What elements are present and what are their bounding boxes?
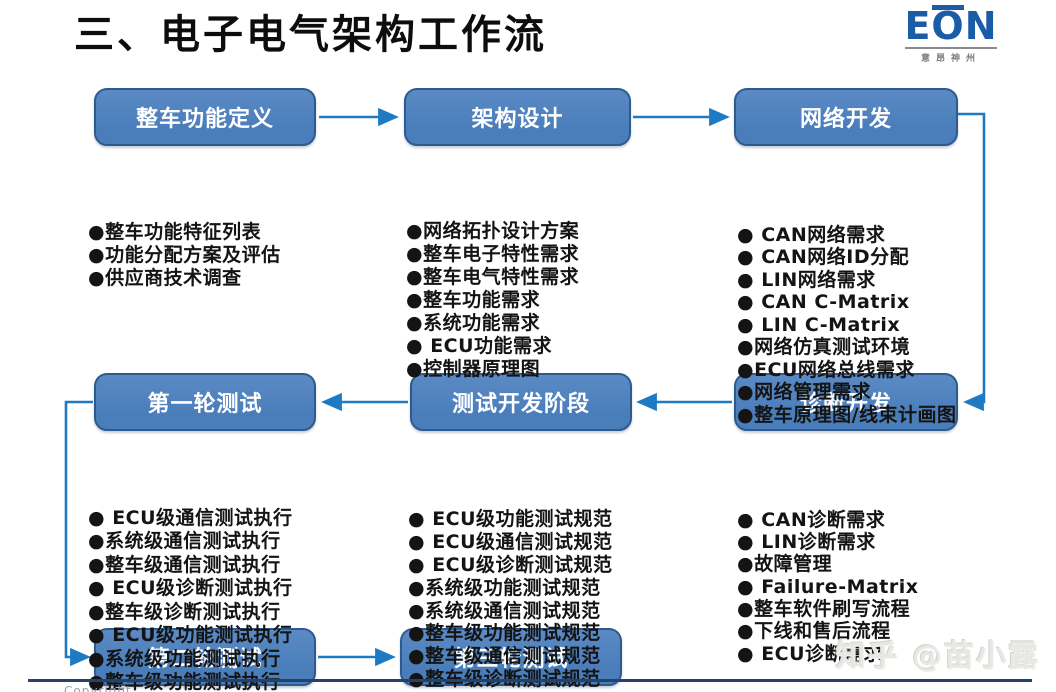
bullet-list-test-development-phase: ● ECU级功能测试规范● ECU级通信测试规范● ECU级诊断测试规范●系统级… (408, 440, 613, 691)
bullet-item: ●下线和售后流程 (737, 620, 891, 643)
bullet-item: ●整车级诊断测试执行 (88, 600, 281, 623)
bullet-item: ●供应商技术调查 (88, 267, 242, 289)
bullet-item: ● ECU级通信测试执行 (88, 506, 293, 529)
node-architecture-design: 架构设计 (404, 88, 631, 146)
bullet-item: ● CAN网络ID分配 (737, 246, 910, 268)
bullet-list-first-round-test: ● ECU级通信测试执行●系统级通信测试执行●整车级通信测试执行● ECU级诊断… (88, 436, 293, 692)
copyright-text: Copyright (64, 684, 132, 692)
footer-divider (28, 679, 1032, 682)
bullet-item: ● Failure-Matrix (737, 575, 919, 598)
bullet-item: ● ECU级功能测试规范 (408, 508, 613, 531)
node-network-development: 网络开发 (734, 88, 958, 146)
node-second-round-test: 第二轮测试 (94, 628, 316, 686)
watermark: 知乎 @苗小露 (835, 639, 1040, 674)
bullet-item: ●功能分配方案及评估 (88, 244, 281, 266)
bullet-item: ●控制器原理图 (406, 358, 541, 380)
bullet-item: ●系统级功能测试执行 (88, 647, 281, 670)
bullet-item: ● LIN诊断需求 (737, 531, 876, 554)
bullet-item: ●整车软件刷写流程 (737, 598, 911, 621)
bullet-item: ●系统功能需求 (406, 312, 541, 334)
logo-divider (905, 47, 997, 49)
bullet-item: ● CAN诊断需求 (737, 508, 886, 531)
bullet-item: ●整车功能需求 (406, 289, 541, 311)
connector-network-to-diag (958, 112, 986, 412)
logo-letter: E (904, 4, 932, 48)
bullet-list-network-development: ● CAN网络需求● CAN网络ID分配● LIN网络需求● CAN C-Mat… (737, 156, 957, 426)
bullet-item: ●网络仿真测试环境 (737, 336, 911, 358)
bullet-item: ●系统级通信测试执行 (88, 530, 281, 552)
bullet-item: ●网络拓扑设计方案 (406, 220, 580, 242)
bullet-item: ● ECU级诊断测试规范 (408, 553, 613, 576)
bullet-item: ●故障管理 (737, 553, 833, 576)
bullet-item: ●整车级通信测试执行 (88, 553, 281, 576)
page-title: 三、电子电气架构工作流 (74, 12, 547, 58)
bullet-item: ●整车级诊断测试规范 (408, 668, 613, 691)
bullet-item: ● LIN网络需求 (737, 268, 876, 291)
bullet-item: ●整车电气特性需求 (406, 266, 580, 288)
bullet-item: ●整车级功能测试规范 (408, 622, 601, 645)
bullet-list-architecture-design: ●网络拓扑设计方案●整车电子特性需求●整车电气特性需求●整车功能需求●系统功能需… (406, 151, 579, 381)
bullet-item: ●整车级通信测试规范 (408, 645, 601, 668)
bullet-item: ● ECU级诊断测试执行 (88, 577, 293, 599)
node-first-round-test: 第一轮测试 (94, 373, 316, 431)
eon-logo-text: EON (903, 4, 999, 48)
bullet-item: ●整车功能特征列表 (88, 221, 262, 243)
logo-letter: N (964, 4, 998, 48)
node-test-development-phase: 测试开发阶段 (410, 373, 632, 431)
logo-letter-o: O (931, 4, 965, 48)
bullet-item: ● ECU级通信测试规范 (408, 531, 613, 554)
node-vehicle-function-definition: 整车功能定义 (94, 88, 316, 146)
bullet-item: ●整车电子特性需求 (406, 243, 580, 265)
bullet-list-diagnostic-development: ● CAN诊断需求● LIN诊断需求●故障管理● Failure-Matrix●… (737, 442, 919, 665)
bullet-item: ●网络管理需求 (737, 381, 872, 403)
bullet-item: ● ECU功能需求 (406, 335, 553, 357)
bullet-item: ● CAN C-Matrix (737, 291, 910, 313)
bullet-item: ● LIN C-Matrix (737, 313, 901, 336)
bullet-item: ●系统级通信测试规范 (408, 599, 601, 622)
node-third-round-test: 第三轮测试 (400, 628, 622, 686)
logo-subtext: 意昂神州 (920, 54, 981, 64)
node-diagnostic-development: 诊断开发 (734, 373, 958, 431)
bullet-item: ● ECU级功能测试执行 (88, 624, 293, 646)
bullet-item: ●整车原理图/线束计画图 (737, 403, 957, 426)
bullet-item: ●系统级功能测试规范 (408, 576, 601, 599)
bullet-list-vehicle-function-definition: ●整车功能特征列表●功能分配方案及评估●供应商技术调查 (88, 152, 281, 290)
eon-logo: EON 意昂神州 (903, 4, 999, 64)
bullet-item: ● ECU诊断需求 (737, 642, 884, 665)
bullet-item: ● CAN网络需求 (737, 223, 886, 246)
bullet-item: ●ECU网络总线需求 (737, 358, 915, 381)
